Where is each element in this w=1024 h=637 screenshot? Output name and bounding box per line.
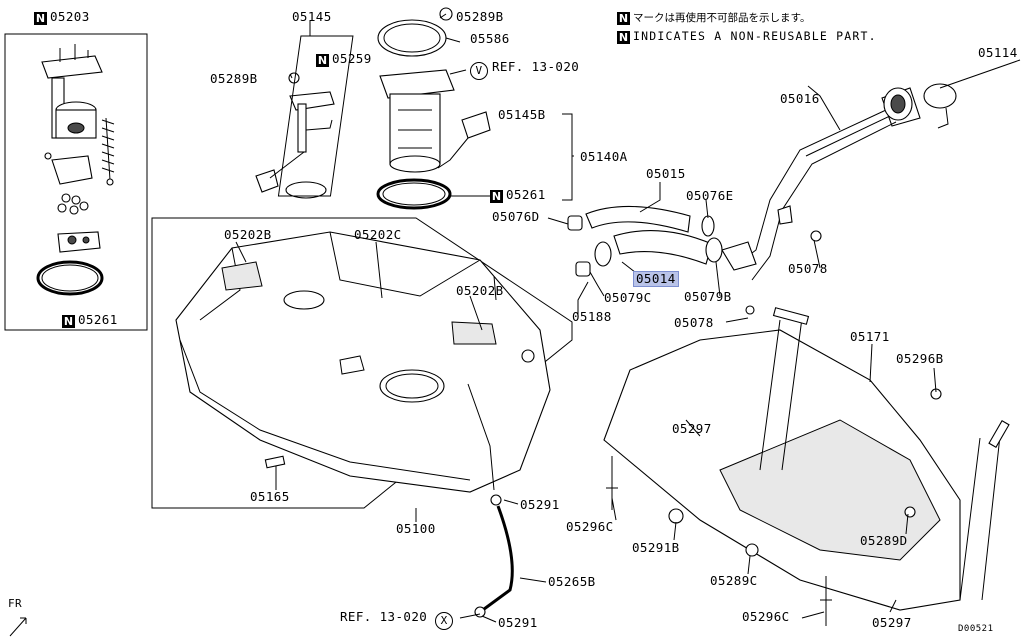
- label-05586[interactable]: 05586: [470, 31, 510, 46]
- label-05145B[interactable]: 05145B: [498, 107, 546, 122]
- pump-assembly-05140A: [376, 7, 491, 210]
- label-05015[interactable]: 05015: [646, 166, 686, 181]
- label-05188[interactable]: 05188: [572, 309, 612, 324]
- label-05202B-right[interactable]: 05202B: [456, 283, 504, 298]
- label-05076D[interactable]: 05076D: [492, 209, 540, 224]
- breather-hose-05265B: [479, 505, 514, 614]
- sender-unit-05145: [255, 72, 335, 199]
- label-05291-bot[interactable]: 05291: [498, 615, 538, 630]
- label-05289C[interactable]: 05289C: [710, 573, 758, 588]
- filler-neck-05016: [721, 83, 957, 281]
- label-05296C-right[interactable]: 05296C: [742, 609, 790, 624]
- label-05289D[interactable]: 05289D: [860, 533, 908, 548]
- label-05296C-left[interactable]: 05296C: [566, 519, 614, 534]
- label-05265B[interactable]: 05265B: [548, 574, 596, 589]
- label-05289B-top[interactable]: 05289B: [456, 9, 504, 24]
- fuel-tank-05100: [175, 231, 551, 493]
- label-05202B-left[interactable]: 05202B: [224, 227, 272, 242]
- label-05079B[interactable]: 05079B: [684, 289, 732, 304]
- label-05014-highlighted[interactable]: 05014: [633, 271, 679, 287]
- label-05078-mid[interactable]: 05078: [674, 315, 714, 330]
- tank-frame: [151, 217, 573, 509]
- sender-box: [277, 35, 354, 197]
- label-05100[interactable]: 05100: [396, 521, 436, 536]
- label-05291B[interactable]: 05291B: [632, 540, 680, 555]
- front-direction-label: FR: [8, 597, 23, 610]
- label-05076E[interactable]: 05076E: [686, 188, 734, 203]
- bracket-05140A: [450, 113, 574, 201]
- heat-shield-05171: [603, 307, 1010, 626]
- label-05289B-left[interactable]: 05289B: [210, 71, 258, 86]
- label-05297-top[interactable]: 05297: [672, 421, 712, 436]
- label-05016[interactable]: 05016: [780, 91, 820, 106]
- label-05145-top[interactable]: 05145: [292, 9, 332, 24]
- label-05079C[interactable]: 05079C: [604, 290, 652, 305]
- label-05171[interactable]: 05171: [850, 329, 890, 344]
- label-05078-right[interactable]: 05078: [788, 261, 828, 276]
- label-05291-mid[interactable]: 05291: [520, 497, 560, 512]
- label-05140A[interactable]: 05140A: [580, 149, 628, 164]
- pump-module-exploded: [36, 44, 115, 296]
- label-05202C[interactable]: 05202C: [354, 227, 402, 242]
- label-ref-13-020-x[interactable]: REF. 13-020 X: [340, 610, 457, 630]
- vent-hoses: [567, 205, 755, 315]
- label-05297-bot[interactable]: 05297: [872, 615, 912, 630]
- leader-lines: [235, 13, 1021, 623]
- ref-x-marker: X: [435, 612, 454, 630]
- label-05296B[interactable]: 05296B: [896, 351, 944, 366]
- fr-arrow: [9, 617, 27, 637]
- pump-module-inset-frame: [4, 33, 148, 331]
- diagram-code: D00521: [958, 624, 994, 634]
- label-05114[interactable]: 05114: [978, 45, 1018, 60]
- ref-v-marker: V: [470, 62, 488, 80]
- label-05165[interactable]: 05165: [250, 489, 290, 504]
